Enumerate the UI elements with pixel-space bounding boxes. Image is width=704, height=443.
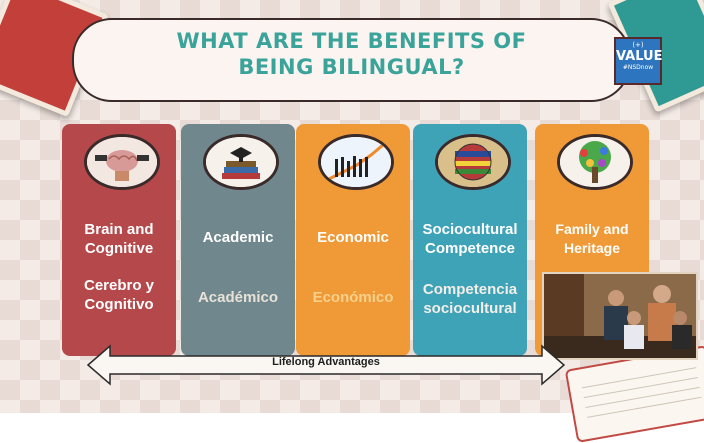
tree-hands-icon	[557, 134, 633, 190]
logo-tag: #NSDnow	[622, 64, 654, 71]
title-line-1: WHAT ARE THE BENEFITS OF	[176, 29, 527, 53]
title-banner: WHAT ARE THE BENEFITS OF BEING BILINGUAL…	[72, 18, 663, 102]
card-academic: Academic Académico	[181, 124, 295, 356]
globe-flags-icon	[435, 134, 511, 190]
card-english-label: Economic	[317, 229, 389, 246]
lifelong-advantages-arrow	[86, 344, 566, 386]
logo-text: VALUE	[616, 49, 663, 64]
graph-icon	[318, 134, 394, 190]
logo-plus: (+)	[632, 41, 644, 49]
card-spanish-label: Económico	[312, 289, 394, 306]
card-english-label: Academic	[202, 229, 274, 246]
brain-icon	[84, 134, 160, 190]
arrow-label: Lifelong Advantages	[272, 356, 380, 368]
slide-title: WHAT ARE THE BENEFITS OF BEING BILINGUAL…	[74, 28, 629, 80]
value-logo: (+) VALUE #NSDnow	[614, 37, 663, 85]
card-economic: Economic Económico	[296, 124, 410, 356]
title-line-2: BEING BILINGUAL?	[238, 55, 465, 79]
card-spanish-label: Académico	[197, 289, 279, 306]
books-icon	[203, 134, 279, 190]
video-feed-overlay	[542, 272, 698, 360]
